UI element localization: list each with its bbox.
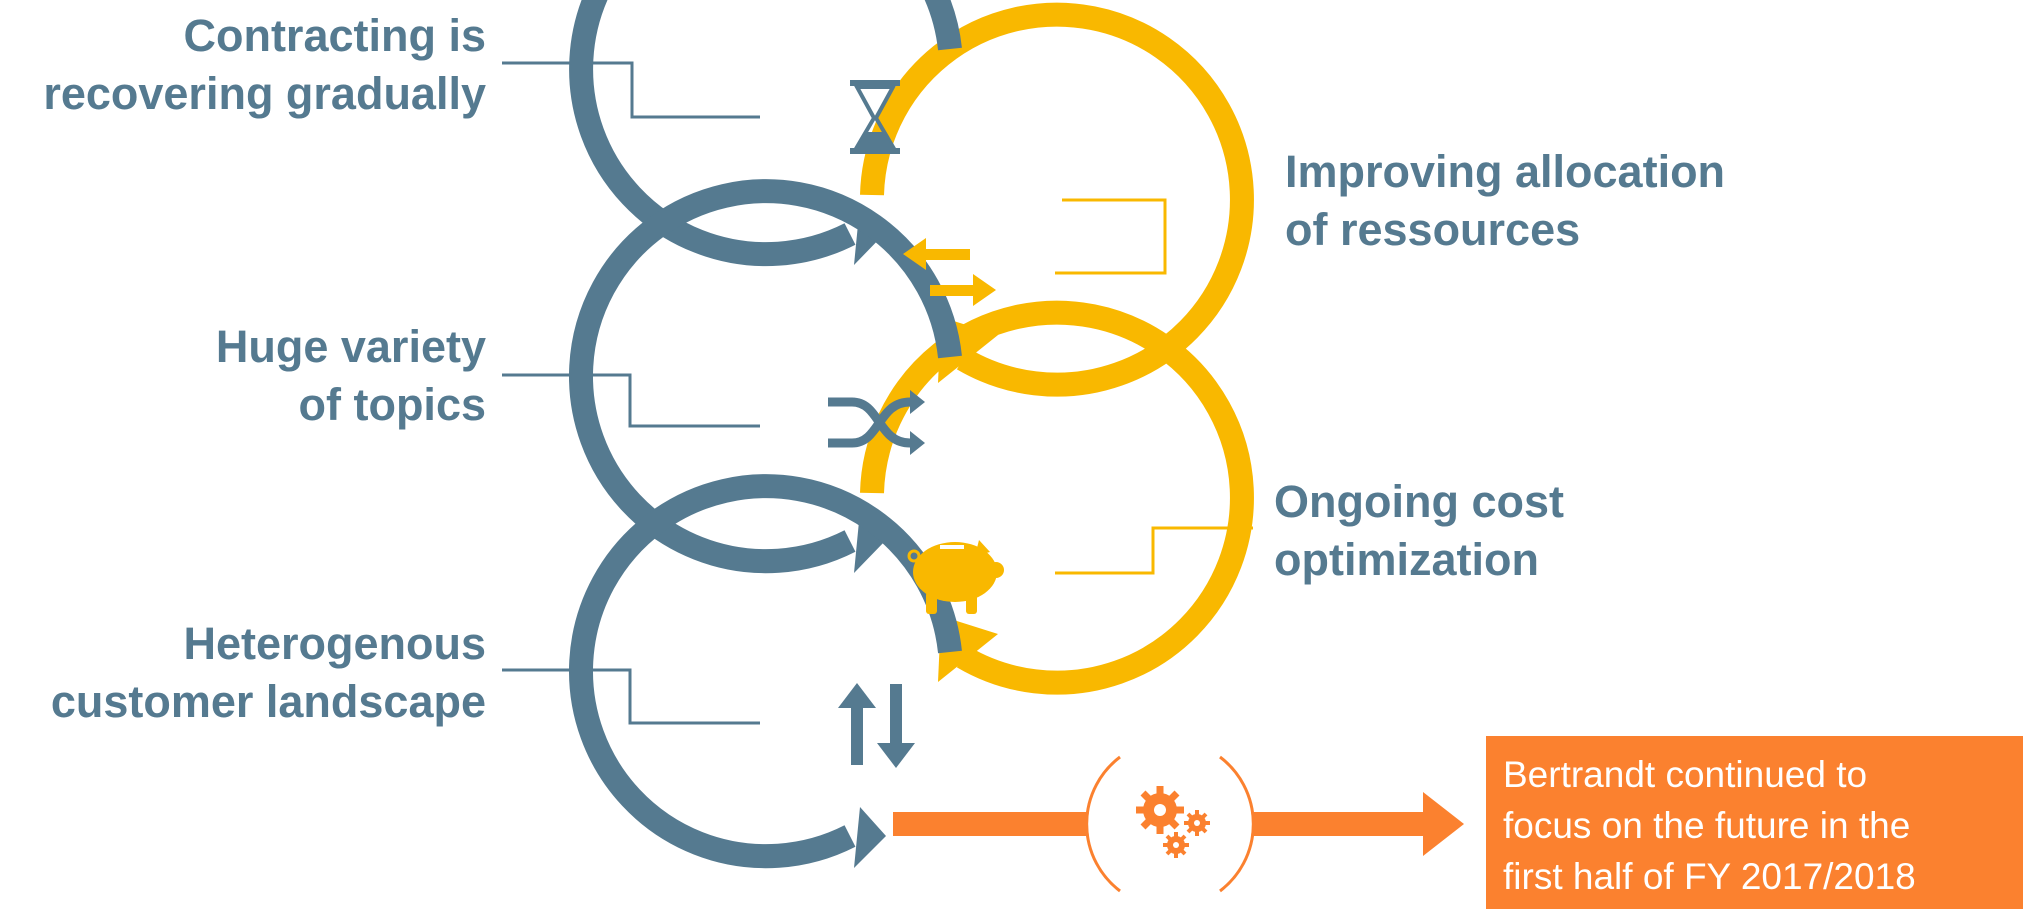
shuffle-icon xyxy=(828,390,925,455)
result-text: Bertrandt continued to focus on the futu… xyxy=(1503,749,1916,902)
yellow-arc-cost xyxy=(860,300,1254,695)
result-text-line1: Bertrandt continued to xyxy=(1503,754,1868,795)
label-cost: Ongoing cost optimization xyxy=(1274,473,1564,589)
label-customer: Heterogenous customer landscape xyxy=(51,615,486,731)
blue-arc-customer xyxy=(569,474,962,869)
connector-line-contracting xyxy=(502,61,760,119)
result-text-line3: first half of FY 2017/2018 xyxy=(1503,856,1916,897)
label-cost-line2: optimization xyxy=(1274,534,1539,585)
label-topics-line2: of topics xyxy=(298,379,487,430)
gears-icon xyxy=(1136,786,1210,858)
label-contracting: Contracting is recovering gradually xyxy=(43,7,486,123)
label-topics-line1: Huge variety xyxy=(215,321,486,372)
connector-line-allocation xyxy=(1055,198,1167,275)
label-contracting-line2: recovering gradually xyxy=(43,68,486,119)
left-right-arrows-icon xyxy=(903,238,996,306)
label-topics: Huge variety of topics xyxy=(216,318,486,434)
connector-line-cost xyxy=(1055,526,1253,575)
piggy-bank-icon xyxy=(907,540,1004,614)
up-down-arrows-icon xyxy=(838,683,915,768)
label-customer-line2: customer landscape xyxy=(50,676,486,727)
yellow-arc-allocation xyxy=(860,2,1254,397)
label-allocation-line1: Improving allocation xyxy=(1285,146,1726,197)
label-contracting-line1: Contracting is xyxy=(183,10,486,61)
connector-line-customer xyxy=(502,668,760,725)
label-allocation-line2: of ressources xyxy=(1285,204,1581,255)
result-text-line2: focus on the future in the xyxy=(1503,805,1911,846)
connector-line-topics xyxy=(502,373,760,428)
result-box xyxy=(1486,736,2023,909)
label-cost-line1: Ongoing cost xyxy=(1274,476,1564,527)
label-customer-line1: Heterogenous xyxy=(183,618,486,669)
hourglass-icon xyxy=(850,80,900,154)
label-allocation: Improving allocation of ressources xyxy=(1285,143,1725,259)
